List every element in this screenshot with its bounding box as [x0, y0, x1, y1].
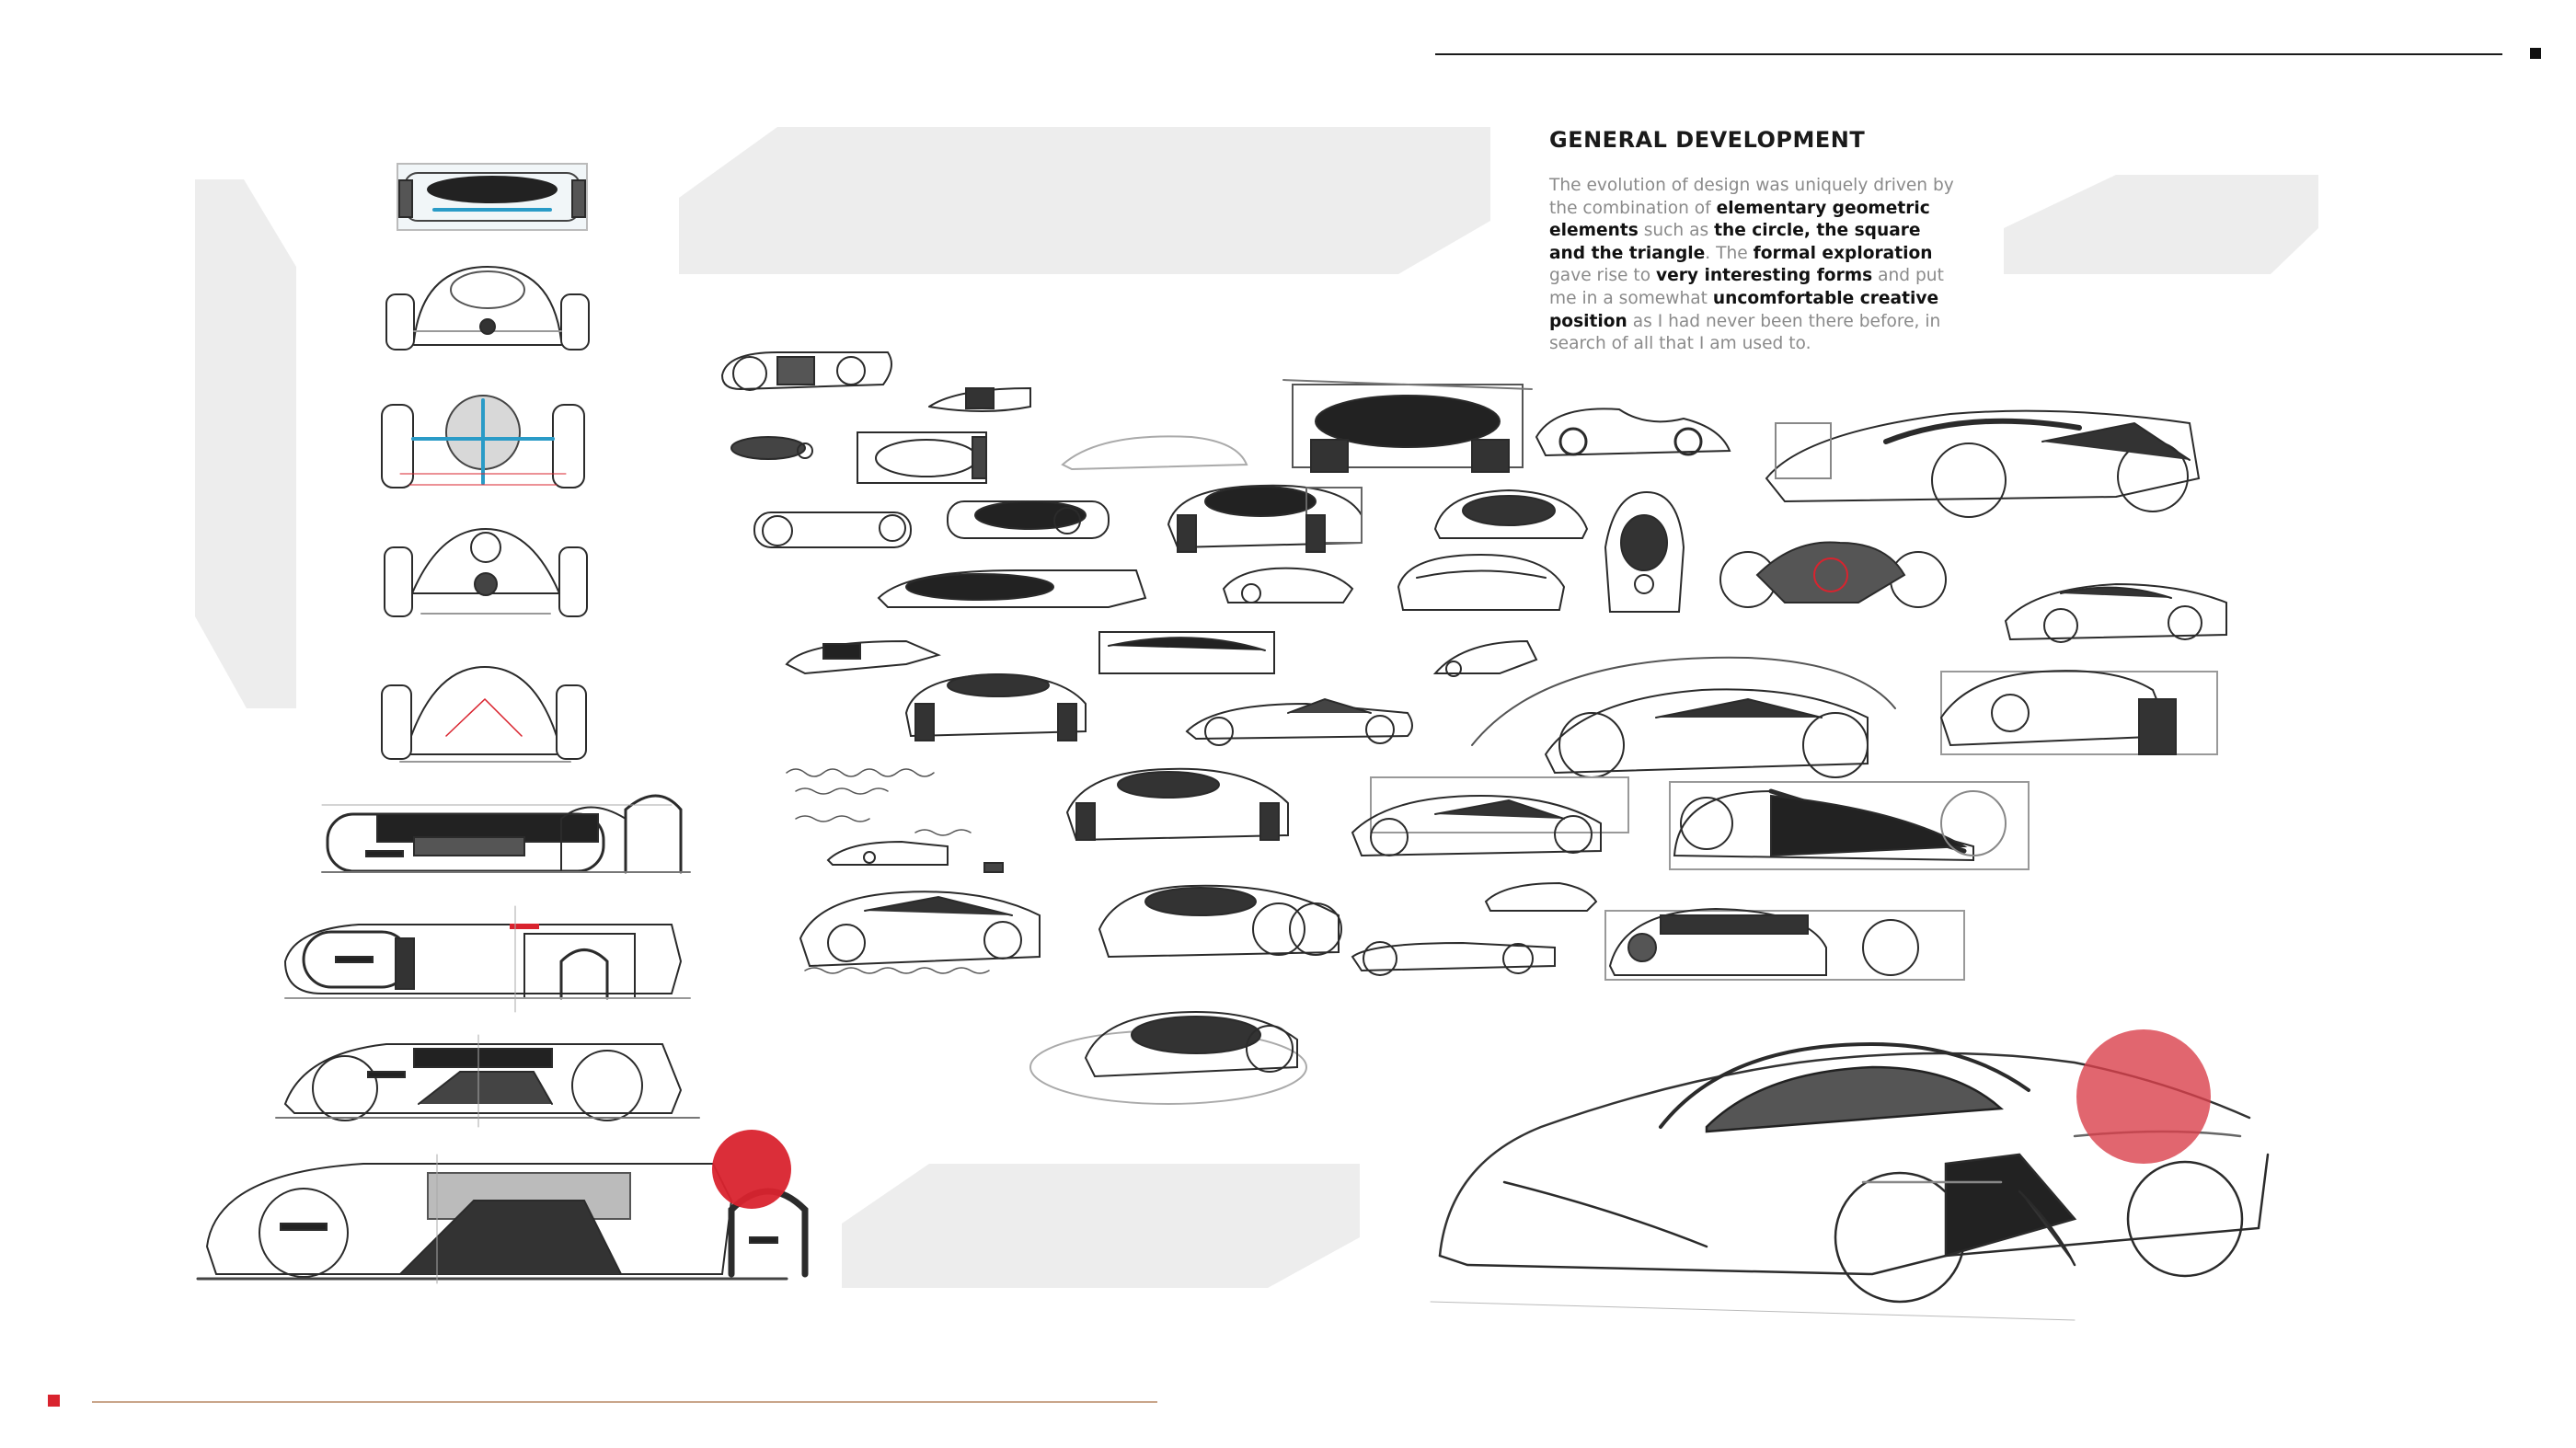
section-heading: GENERAL DEVELOPMENT	[1549, 127, 1866, 153]
sketch-large-3q-outline	[1471, 656, 1896, 778]
sketch-3q-car-5	[1098, 884, 1342, 959]
body-text-segment: as I had never been there before, in sea…	[1549, 311, 1941, 354]
sketch-front-view-3	[384, 527, 588, 617]
body-text-segment: The evolution of design was uniquely dri…	[1549, 176, 1954, 218]
sketch-small-top-1	[730, 436, 813, 460]
sketch-small-nose-2	[785, 639, 941, 675]
sketch-side-low-3	[1185, 697, 1413, 746]
sketch-boxy-right	[1939, 670, 2218, 755]
sketch-top-view-blue	[397, 163, 588, 231]
sketch-car-notes-3q	[799, 891, 1041, 968]
top-rule	[1435, 53, 2502, 55]
sketch-side-view-4	[196, 1154, 809, 1284]
sketch-3q-car-3	[904, 672, 1087, 741]
panel-left-vertical	[195, 179, 296, 708]
sketch-pod-front	[1604, 490, 1685, 613]
sketch-side-view-3	[275, 1034, 700, 1128]
sketch-small-rect-1	[857, 431, 987, 484]
sketch-small-side-3	[947, 500, 1110, 539]
sketch-wheel-car-8	[1604, 907, 1965, 981]
sketch-small-car-6	[1484, 881, 1598, 912]
bottom-marker	[48, 1395, 60, 1407]
sketch-ghost-car-1	[1061, 435, 1248, 471]
body-text-emphasis: uncomfortable creative position	[1549, 288, 1939, 331]
bottom-rule	[92, 1401, 1157, 1403]
panel-bottom-center	[842, 1164, 1360, 1288]
sketch-small-nose-1	[928, 386, 1031, 412]
sketch-3q-car-1	[1167, 484, 1363, 553]
body-text-emphasis: formal exploration	[1753, 243, 1933, 263]
sketch-front-view-1	[385, 265, 590, 351]
sketch-wide-car-1	[1397, 553, 1566, 611]
sketch-small-side-4	[1098, 631, 1275, 674]
body-text-emphasis: very interesting forms	[1655, 266, 1873, 286]
sketch-hero-car	[1430, 1041, 2270, 1321]
sketch-boxcar-1	[1282, 379, 1533, 473]
sketch-open-wheeler	[1719, 541, 1947, 608]
sketch-side-view-2	[284, 905, 691, 1013]
sketch-scene-car	[1029, 1010, 1307, 1105]
red-dot-hero	[2076, 1029, 2211, 1164]
sketch-coupe-2	[1432, 639, 1538, 677]
body-text-segment: such as	[1638, 221, 1715, 241]
sketch-3q-car-4	[1065, 767, 1289, 842]
sketch-side-view-1	[321, 794, 691, 874]
sketch-mini-car-notes	[826, 840, 1004, 873]
body-text-emphasis: elementary geometric elements	[1549, 198, 1930, 241]
sketch-front-view-4	[381, 665, 587, 763]
sketch-wedge-large	[1669, 781, 2030, 870]
body-text-segment: . The	[1705, 243, 1754, 263]
panel-top-center	[679, 127, 1490, 274]
body-text-emphasis: the circle, the square and the triangle	[1549, 221, 1921, 263]
body-text-segment: and put me in a somewhat	[1549, 266, 1944, 308]
sketch-small-side-2	[753, 511, 912, 548]
sketch-small-side-1	[721, 351, 892, 391]
red-dot-left	[712, 1130, 791, 1209]
section-body-text: The evolution of design was uniquely dri…	[1549, 175, 1954, 356]
sketch-handwritten-notes	[786, 768, 990, 974]
top-right-marker	[2530, 48, 2541, 59]
body-text-segment: gave rise to	[1549, 266, 1656, 286]
sketch-3q-car-2	[1222, 567, 1354, 603]
sketch-front-car-1	[1433, 488, 1589, 539]
panel-top-right	[2004, 175, 2318, 274]
sketch-coupe-right	[2004, 582, 2227, 643]
sketch-side-car-7	[1351, 941, 1556, 976]
sketch-front-view-2-blue	[381, 395, 585, 488]
sketch-open-3q	[1351, 776, 1629, 857]
sketch-coupe-1	[1535, 408, 1731, 457]
sketch-hypercar-1	[1765, 409, 2201, 518]
sketch-side-long-2	[877, 569, 1147, 608]
